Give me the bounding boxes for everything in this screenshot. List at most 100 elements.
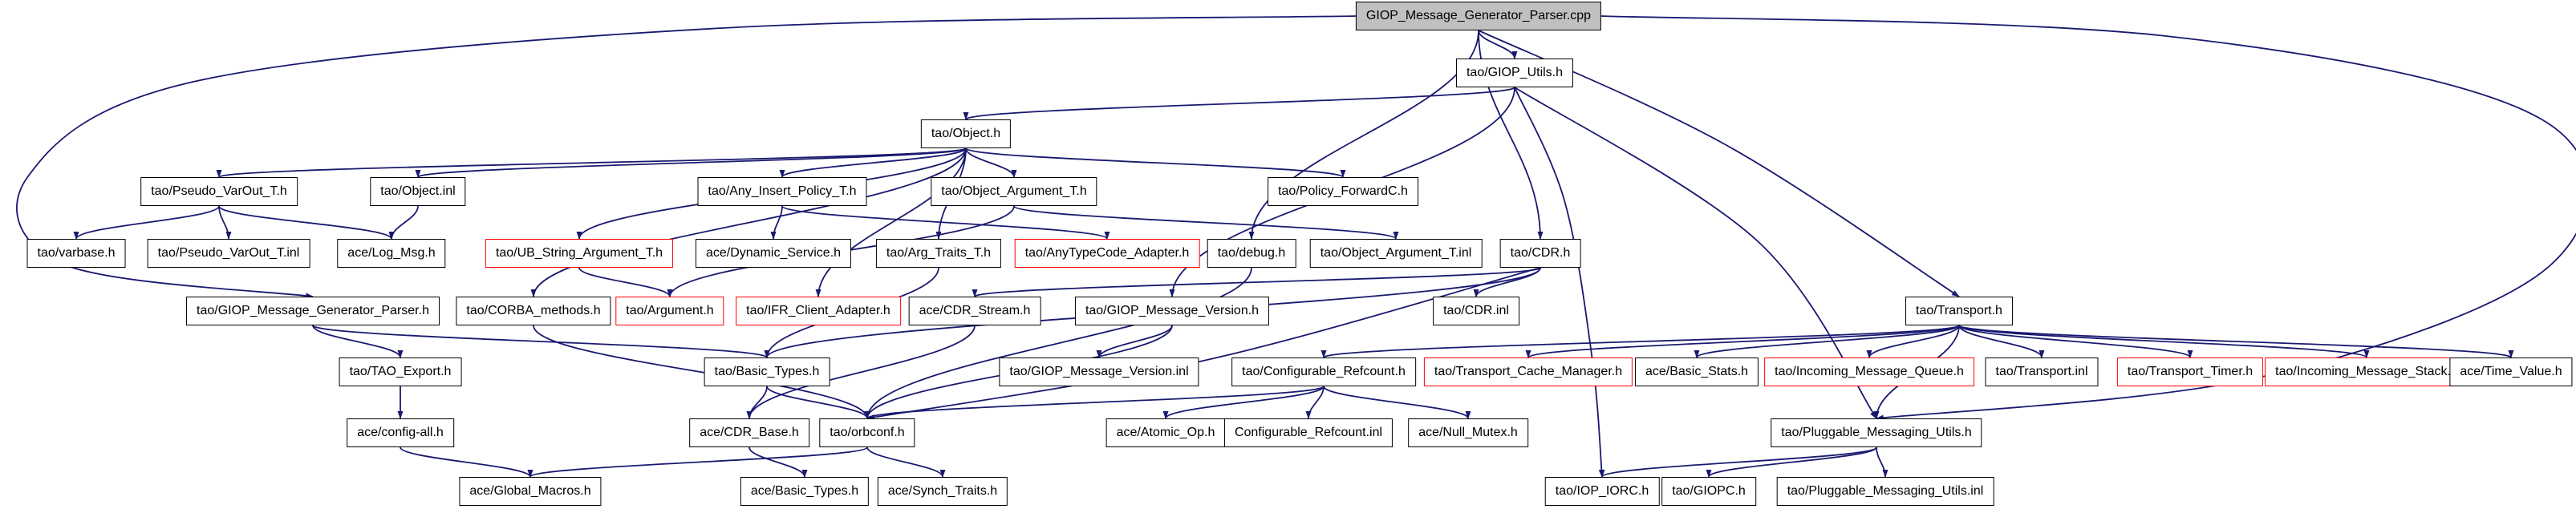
graph-edge-object_h-to-policy_fwd — [965, 147, 1346, 178]
graph-edge-ace_cdr_base-to-ace_basic_types — [748, 446, 808, 478]
graph-edge-cdr_h-to-orbconf — [866, 267, 1541, 420]
graph-edge-orbconf-to-global_macros — [527, 446, 868, 478]
graph-node-argument[interactable]: tao/Argument.h — [615, 297, 724, 325]
graph-node-pmu_inl[interactable]: tao/Pluggable_Messaging_Utils.inl — [1776, 477, 1994, 506]
graph-edge-transport_h-to-time_value — [1958, 325, 2514, 358]
graph-node-log_msg[interactable]: ace/Log_Msg.h — [337, 239, 446, 268]
graph-edge-transport_h-to-ims_h — [1958, 325, 2370, 358]
graph-node-dynamic_service[interactable]: ace/Dynamic_Service.h — [695, 239, 852, 268]
graph-node-imq_h[interactable]: tao/Incoming_Message_Queue.h — [1764, 358, 1974, 386]
graph-edge-gmgp_h-to-tao_export — [312, 325, 404, 358]
graph-node-tao_basic_types[interactable]: tao/Basic_Types.h — [704, 358, 830, 386]
graph-node-cdr_inl[interactable]: tao/CDR.inl — [1433, 297, 1519, 325]
graph-edge-corba_methods-to-orbconf — [533, 325, 870, 419]
graph-edge-object_h-to-pseudo_varout_h — [217, 147, 967, 178]
graph-edge-orbconf-to-synch_traits — [866, 446, 946, 478]
graph-edge-cdr_h-to-ace_cdr_stream — [972, 267, 1541, 297]
graph-edge-conf_refcount_h-to-atomic_op — [1162, 386, 1325, 419]
graph-node-conf_refcount_h[interactable]: tao/Configurable_Refcount.h — [1231, 358, 1416, 386]
graph-node-object_inl[interactable]: tao/Object.inl — [370, 177, 466, 206]
graph-node-ub_string[interactable]: tao/UB_String_Argument_T.h — [485, 239, 674, 268]
graph-edge-cpp-to-pmu_h — [1600, 15, 2576, 421]
graph-edge-gmv_h-to-gmv_inl — [1096, 325, 1173, 358]
graph-node-transport_inl[interactable]: tao/Transport.inl — [1985, 358, 2099, 386]
graph-node-atomic_op[interactable]: ace/Atomic_Op.h — [1105, 418, 1226, 447]
graph-node-ace_cdr_stream[interactable]: ace/CDR_Stream.h — [908, 297, 1041, 325]
graph-node-pseudo_varout_inl[interactable]: tao/Pseudo_VarOut_T.inl — [147, 239, 310, 268]
graph-edge-tao_basic_types-to-orbconf — [766, 386, 870, 419]
graph-node-null_mutex[interactable]: ace/Null_Mutex.h — [1408, 418, 1528, 447]
graph-node-orbconf[interactable]: tao/orbconf.h — [819, 418, 915, 447]
graph-edge-object_h-to-object_inl — [415, 147, 967, 178]
graph-edge-pseudo_varout_h-to-log_msg — [218, 205, 395, 240]
graph-edge-cpp-to-transport_h — [1478, 30, 1960, 297]
graph-edge-debug-to-orbconf — [864, 267, 1252, 419]
graph-edge-transport_h-to-transport_inl — [1958, 325, 2045, 358]
graph-node-synch_traits[interactable]: ace/Synch_Traits.h — [877, 477, 1008, 506]
graph-node-basic_stats[interactable]: ace/Basic_Stats.h — [1634, 358, 1759, 386]
graph-node-corba_methods[interactable]: tao/CORBA_methods.h — [456, 297, 611, 325]
graph-node-any_insert[interactable]: tao/Any_Insert_Policy_T.h — [697, 177, 867, 206]
graph-node-cdr_h[interactable]: tao/CDR.h — [1499, 239, 1581, 268]
graph-edge-object_arg_h-to-object_arg_inl — [1013, 205, 1399, 240]
graph-node-pseudo_varout_h[interactable]: tao/Pseudo_VarOut_T.h — [140, 177, 298, 206]
graph-node-giopc[interactable]: tao/GIOPC.h — [1661, 477, 1756, 506]
graph-node-object_h[interactable]: tao/Object.h — [920, 119, 1012, 148]
graph-edge-ub_string-to-argument — [578, 267, 673, 297]
graph-edge-giop_utils-to-iop_iorc — [1514, 87, 1604, 478]
graph-node-gmv_inl[interactable]: tao/GIOP_Message_Version.inl — [999, 358, 1199, 386]
graph-edge-transport_h-to-conf_refcount_h — [1320, 325, 1960, 358]
graph-node-giop_utils[interactable]: tao/GIOP_Utils.h — [1455, 59, 1574, 87]
graph-edge-object_h-to-any_insert — [779, 147, 967, 178]
graph-node-gmv_h[interactable]: tao/GIOP_Message_Version.h — [1074, 297, 1270, 325]
graph-edge-pseudo_varout_h-to-pseudo_varout_inl — [218, 205, 232, 240]
graph-node-tao_export[interactable]: tao/TAO_Export.h — [339, 358, 462, 386]
graph-edge-transport_h-to-tcm_h — [1525, 325, 1960, 358]
graph-edge-pmu_h-to-giopc — [1706, 446, 1877, 478]
graph-node-anytypecode[interactable]: tao/AnyTypeCode_Adapter.h — [1014, 239, 1200, 268]
graph-node-ace_basic_types[interactable]: ace/Basic_Types.h — [740, 477, 870, 506]
graph-edge-cpp-to-debug — [1248, 30, 1479, 240]
graph-edge-transport_h-to-imq_h — [1866, 325, 1960, 358]
graph-node-ace_cdr_base[interactable]: ace/CDR_Base.h — [689, 418, 809, 447]
graph-edge-gmgp_h-to-tao_basic_types — [312, 325, 770, 358]
graph-node-transport_h[interactable]: tao/Transport.h — [1905, 297, 2013, 325]
graph-edge-pmu_h-to-iop_iorc — [1599, 446, 1877, 478]
graph-node-varbase[interactable]: tao/varbase.h — [26, 239, 126, 268]
graph-edge-config_all-to-global_macros — [400, 446, 533, 478]
graph-node-policy_fwd[interactable]: tao/Policy_ForwardC.h — [1268, 177, 1418, 206]
graph-node-gmgp_h[interactable]: tao/GIOP_Message_Generator_Parser.h — [186, 297, 440, 325]
graph-edge-object_h-to-object_arg_h — [965, 147, 1017, 178]
graph-node-transport_timer[interactable]: tao/Transport_Timer.h — [2116, 358, 2264, 386]
graph-node-iop_iorc[interactable]: tao/IOP_IORC.h — [1544, 477, 1660, 506]
graph-edge-object_h-to-corba_methods — [530, 147, 967, 297]
graph-edge-conf_refcount_h-to-null_mutex — [1323, 386, 1471, 419]
graph-node-object_arg_h[interactable]: tao/Object_Argument_T.h — [931, 177, 1097, 206]
graph-edge-transport_h-to-transport_timer — [1958, 325, 2193, 358]
graph-edge-cpp-to-giop_utils — [1478, 30, 1518, 59]
graph-node-arg_traits[interactable]: tao/Arg_Traits_T.h — [875, 239, 1002, 268]
graph-edge-pmu_h-to-pmu_inl — [1876, 446, 1888, 478]
graph-edge-transport_h-to-basic_stats — [1694, 325, 1960, 358]
graph-node-time_value[interactable]: ace/Time_Value.h — [2449, 358, 2573, 386]
graph-node-ifr_client[interactable]: tao/IFR_Client_Adapter.h — [736, 297, 901, 325]
graph-edge-any_insert-to-dynamic_service — [770, 205, 783, 240]
graph-node-tcm_h[interactable]: tao/Transport_Cache_Manager.h — [1423, 358, 1633, 386]
graph-edge-object_inl-to-log_msg — [388, 205, 419, 240]
graph-edge-giop_utils-to-object_h — [963, 87, 1515, 120]
graph-edge-pseudo_varout_h-to-varbase — [73, 205, 220, 240]
graph-node-ims_h[interactable]: tao/Incoming_Message_Stack.h — [2265, 358, 2468, 386]
graph-node-cpp: GIOP_Message_Generator_Parser.cpp — [1355, 2, 1602, 30]
graph-edge-conf_refcount_h-to-conf_refcount_inl — [1305, 386, 1325, 419]
graph-edge-object_h-to-ifr_client — [815, 147, 967, 297]
graph-node-pmu_h[interactable]: tao/Pluggable_Messaging_Utils.h — [1771, 418, 1982, 447]
graph-node-config_all[interactable]: ace/config-all.h — [347, 418, 454, 447]
graph-node-conf_refcount_inl[interactable]: Configurable_Refcount.inl — [1223, 418, 1393, 447]
graph-node-debug[interactable]: tao/debug.h — [1207, 239, 1296, 268]
graph-node-object_arg_inl[interactable]: tao/Object_Argument_T.inl — [1309, 239, 1483, 268]
graph-edge-any_insert-to-anytypecode — [781, 205, 1110, 240]
graph-node-global_macros[interactable]: ace/Global_Macros.h — [459, 477, 602, 506]
graph-edge-conf_refcount_h-to-orbconf — [864, 386, 1325, 419]
